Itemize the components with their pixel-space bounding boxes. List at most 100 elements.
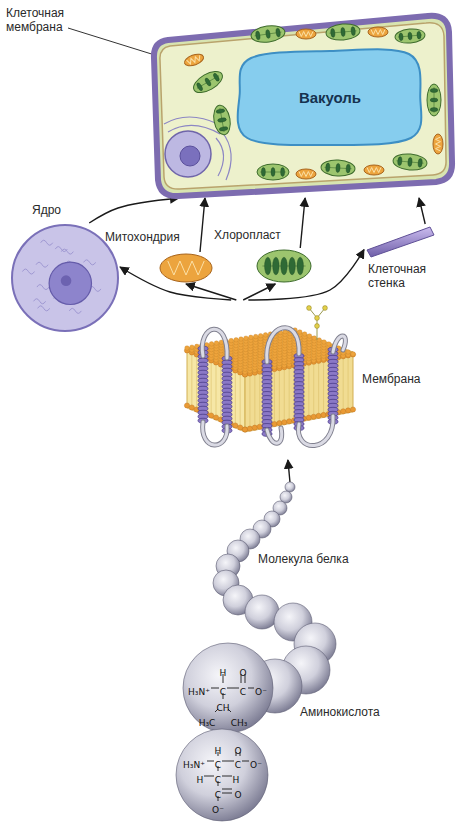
illustration-part: [187, 353, 188, 403]
illustration-part: [299, 172, 313, 177]
illustration-part: [433, 134, 443, 154]
illustration-part: [399, 33, 404, 41]
illustration-part: [350, 407, 355, 412]
illustration-part: [317, 338, 322, 343]
illustration-part: [219, 126, 228, 131]
illustration-part: [323, 306, 328, 311]
illustration-part: [336, 163, 341, 172]
illustration-part: [427, 84, 441, 116]
illustration-part: [223, 693, 224, 699]
cell-wall-piece-shape: [364, 224, 436, 256]
illustration-part: [216, 138, 224, 176]
illustration-part: [436, 137, 441, 151]
leader-line: [68, 28, 158, 56]
illustration-part: [257, 250, 311, 282]
illustration-part: [165, 131, 211, 177]
illustration-part: [353, 357, 354, 407]
illustration-part: [326, 163, 331, 172]
illustration-part: [289, 369, 290, 419]
flow-arrow: [89, 198, 179, 223]
illustration-part: [190, 67, 226, 97]
protein-molecule: Молекула белка: [178, 482, 358, 734]
illustration-part: [267, 428, 282, 443]
illustration-part: [321, 412, 326, 417]
illustration-part: [284, 370, 285, 420]
illustration-part: [55, 247, 67, 252]
illustration-part: [202, 329, 227, 358]
illustration-part: [212, 104, 233, 136]
part-label: Клеточная мембрана: [6, 6, 86, 35]
amino-acid-shape: [175, 729, 269, 823]
illustration-part: [249, 335, 254, 340]
illustration-part: [307, 306, 312, 311]
plant-cell: Клеточная мембранаВакуоль: [148, 12, 456, 198]
illustration-part: [367, 227, 434, 257]
illustration-part: [222, 132, 231, 180]
illustration-part: [34, 299, 46, 304]
illustration-part: [394, 28, 425, 45]
part-label: Ядро: [32, 203, 92, 217]
illustration-part: [330, 28, 335, 37]
illustration-part: [250, 24, 286, 45]
flow-arrow: [288, 460, 290, 482]
vacuole: Вакуоль: [236, 48, 424, 148]
illustration-part: [350, 352, 355, 357]
illustration-part: [311, 414, 316, 419]
illustration-part: [183, 52, 205, 68]
illustration-part: [341, 27, 346, 36]
part-label: Аминокислота: [300, 705, 400, 719]
illustration-part: [242, 427, 247, 432]
illustration-part: [227, 688, 239, 689]
illustration-part: [346, 350, 351, 355]
part-label: Клеточная стенка: [368, 262, 448, 291]
illustration-part: [257, 250, 311, 282]
illustration-part: [368, 27, 388, 37]
illustration-part: [236, 752, 237, 756]
illustration-part: [323, 362, 324, 412]
illustration-part: [263, 333, 268, 338]
illustration-part: [203, 422, 227, 445]
flow-arrow: [200, 198, 205, 252]
illustration-part: [187, 55, 202, 64]
illustration-part: [238, 425, 243, 430]
illustration-part: [307, 334, 312, 339]
illustration-part: [298, 416, 333, 446]
illustration-part: [308, 365, 309, 415]
illustration-part: [244, 336, 249, 341]
flow-arrow: [300, 198, 305, 248]
illustration-part: [160, 254, 212, 282]
membrane-block: Мембрана: [183, 300, 355, 460]
illustration-part: [240, 375, 241, 425]
illustration-part: [351, 27, 356, 36]
mitochondrion-shape: [158, 252, 214, 284]
illustration-part: [287, 419, 292, 424]
illustration-part: [160, 23, 446, 189]
illustration-part: [203, 422, 227, 445]
illustration-part: [222, 789, 232, 790]
illustration-part: [285, 482, 295, 492]
illustration-part: [212, 72, 220, 82]
illustration-part: [213, 415, 218, 420]
illustration-part: [312, 336, 317, 341]
illustration-part: [306, 415, 311, 420]
illustration-part: [183, 52, 205, 68]
illustration-part: [345, 408, 350, 413]
illustration-part: [267, 328, 299, 362]
illustration-part: [217, 117, 226, 122]
illustration-part: [37, 285, 49, 290]
flow-arrow: [186, 284, 236, 300]
illustration-part: [348, 358, 349, 408]
chloroplast-shape: [255, 248, 313, 284]
cell-wall-piece: Клеточная стенка: [364, 224, 436, 256]
illustration-part: [417, 31, 422, 39]
illustration-part: [274, 372, 275, 422]
illustration-part: [316, 413, 321, 418]
illustration-part: [211, 688, 219, 689]
illustration-part: [245, 674, 246, 683]
illustration-part: [183, 643, 273, 733]
illustration-part: [240, 752, 241, 756]
illustration-part: [309, 308, 325, 340]
illustration-part: [242, 761, 249, 762]
illustration-part: [252, 425, 257, 430]
illustration-part: [430, 98, 438, 102]
